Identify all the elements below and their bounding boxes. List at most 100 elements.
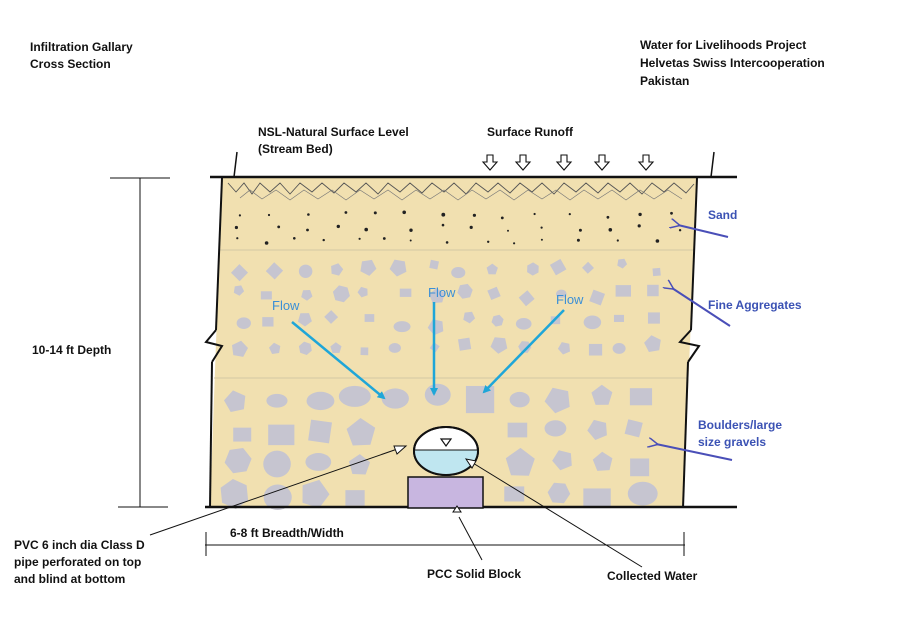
sand-grain — [409, 239, 412, 242]
stone — [308, 419, 332, 444]
stone — [427, 319, 444, 336]
flow-label-center: Flow — [428, 285, 456, 300]
sand-grain — [513, 242, 516, 245]
stone — [265, 262, 284, 280]
pcc-block-label: PCC Solid Block — [427, 567, 522, 581]
stone — [591, 384, 613, 405]
stone — [324, 310, 339, 324]
stone — [624, 419, 643, 438]
stone — [364, 314, 375, 322]
stone — [544, 387, 570, 414]
flow-arrow-left — [291, 321, 386, 400]
stone — [527, 262, 539, 276]
stone — [647, 312, 660, 324]
stone — [399, 288, 412, 297]
sand-grain — [445, 241, 449, 244]
sand-grain — [533, 212, 536, 216]
sand-grain — [267, 213, 271, 217]
nsl-label-line1: NSL-Natural Surface Level — [258, 125, 409, 139]
stone — [381, 388, 409, 409]
pcc-leader-head — [452, 505, 462, 513]
stone — [233, 285, 245, 296]
sand-grain — [576, 238, 580, 242]
stone — [592, 451, 613, 471]
sand-grain — [638, 212, 642, 217]
sand-grain — [322, 238, 325, 242]
sand-grain — [469, 225, 473, 229]
stone — [360, 259, 377, 276]
stone — [429, 288, 445, 304]
stone — [233, 427, 252, 442]
stone — [338, 385, 371, 407]
sand-grain — [441, 223, 445, 227]
boulders-label-line2: size gravels — [698, 435, 767, 449]
stone — [268, 424, 295, 446]
sand-grain — [277, 225, 281, 229]
stone — [515, 318, 532, 330]
stone — [306, 391, 335, 411]
water-level-triangle — [439, 438, 453, 448]
stone — [518, 341, 532, 353]
stone — [429, 259, 439, 270]
sand-grain — [238, 214, 241, 217]
stone — [504, 486, 525, 502]
runoff-arrow — [593, 154, 611, 171]
flow-label-left: Flow — [272, 298, 300, 313]
sand-grain — [670, 211, 673, 215]
stone — [332, 285, 350, 303]
pvc-label-line2: pipe perforated on top — [14, 555, 142, 569]
stone — [263, 450, 291, 478]
sand-grain — [402, 210, 407, 215]
org-line2: Helvetas Swiss Intercooperation — [640, 56, 825, 70]
collected-water-leader — [467, 459, 643, 568]
sand-grain — [264, 241, 269, 245]
pvc-leader-head — [393, 445, 408, 455]
surface-hatching-2 — [239, 189, 683, 201]
stone — [552, 450, 572, 471]
sand-grain — [616, 239, 619, 242]
stone — [507, 422, 528, 438]
pcc-leader-line — [458, 516, 483, 561]
title-line1: Infiltration Gallary — [30, 40, 133, 54]
sand-grain — [234, 225, 238, 230]
stone — [302, 479, 330, 509]
stone — [505, 447, 535, 476]
stone — [547, 482, 571, 504]
stone — [463, 311, 476, 324]
title-line2: Cross Section — [30, 57, 111, 71]
stone — [224, 390, 246, 412]
flow-arrow-right — [482, 309, 565, 394]
stone — [389, 259, 407, 277]
stone — [644, 335, 661, 352]
collected-water-leader-head — [464, 458, 477, 469]
stone — [509, 391, 530, 408]
stone — [345, 490, 365, 506]
stone — [424, 383, 451, 406]
stone — [457, 283, 473, 299]
surface-hatching — [227, 182, 695, 195]
stone — [582, 261, 594, 274]
stone — [301, 290, 313, 301]
stone — [544, 420, 567, 437]
stone — [231, 264, 248, 282]
runoff-arrow — [514, 154, 532, 171]
stone — [549, 258, 567, 276]
stone — [269, 342, 281, 354]
aggregate-stones — [220, 258, 661, 511]
stone — [612, 343, 626, 354]
stone — [487, 286, 501, 300]
sand-grain — [441, 212, 446, 217]
left-wall-top — [215, 177, 223, 331]
sand-grain — [678, 229, 682, 232]
sand-grain — [608, 228, 613, 232]
soil-body — [210, 178, 697, 508]
left-wall-bottom — [209, 361, 213, 509]
depth-label: 10-14 ft Depth — [32, 343, 112, 357]
surface-runoff-label: Surface Runoff — [487, 125, 574, 139]
sand-grain — [472, 213, 476, 217]
stone — [360, 347, 369, 356]
sand-grain — [507, 229, 509, 232]
wall-top-tick-right — [710, 151, 715, 178]
right-wall-bottom — [682, 361, 689, 509]
stone — [305, 453, 332, 471]
